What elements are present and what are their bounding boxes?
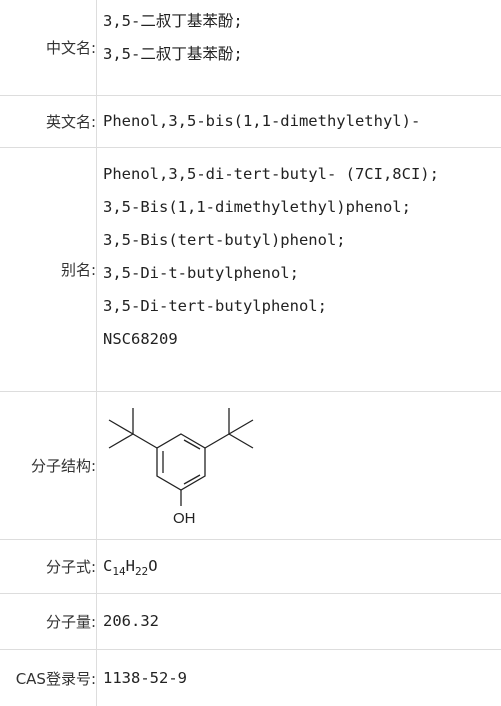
chinese-name-line: 3,5-二叔丁基苯酚; (103, 12, 243, 30)
alias-item: 3,5-Di-t-butylphenol; (103, 264, 299, 282)
formula-element: O (148, 557, 158, 575)
column-divider (96, 148, 97, 391)
formula-label: 分子式: (45, 558, 96, 576)
row-english-name: 英文名: Phenol,3,5-bis(1,1-dimethylethyl)- (0, 96, 501, 148)
aliases-label: 别名: (60, 261, 96, 279)
bond (132, 433, 158, 449)
bond (204, 433, 230, 449)
chinese-name-value: 3,5-二叔丁基苯酚; 3,5-二叔丁基苯酚; (103, 0, 501, 95)
double-bond (183, 439, 201, 450)
weight-value: 206.32 (103, 594, 501, 649)
cas-number: 1138-52-9 (103, 668, 187, 687)
english-name-label: 英文名: (45, 113, 96, 131)
column-divider (96, 392, 97, 539)
row-weight: 分子量: 206.32 (0, 594, 501, 650)
row-aliases: 别名: Phenol,3,5-di-tert-butyl- (7CI,8CI);… (0, 148, 501, 392)
alias-item: Phenol,3,5-di-tert-butyl- (7CI,8CI); (103, 165, 439, 183)
chinese-name-line: 3,5-二叔丁基苯酚; (103, 45, 243, 63)
formula-subscript: 14 (112, 565, 126, 578)
column-divider (96, 540, 97, 593)
english-name-text: Phenol,3,5-bis(1,1-dimethylethyl)- (103, 112, 421, 130)
alias-item: 3,5-Bis(tert-butyl)phenol; (103, 231, 346, 249)
column-divider (96, 0, 97, 95)
column-divider (96, 96, 97, 147)
formula-value: C14H22O (103, 540, 501, 593)
structure-label: 分子结构: (30, 457, 96, 475)
bond (108, 419, 134, 435)
alias-item: 3,5-Di-tert-butylphenol; (103, 297, 327, 315)
double-bond (183, 474, 201, 485)
bond (228, 419, 254, 435)
row-cas: CAS登录号: 1138-52-9 (0, 650, 501, 706)
formula-subscript: 22 (134, 565, 149, 578)
molecular-formula: C14H22O (103, 550, 501, 583)
row-formula: 分子式: C14H22O (0, 540, 501, 594)
english-name-value: Phenol,3,5-bis(1,1-dimethylethyl)- (103, 96, 501, 147)
aliases-value: Phenol,3,5-di-tert-butyl- (7CI,8CI); 3,5… (103, 148, 501, 391)
column-divider (96, 650, 97, 706)
alias-item: 3,5-Bis(1,1-dimethylethyl)phenol; (103, 198, 411, 216)
cas-label: CAS登录号: (15, 669, 96, 688)
chinese-name-label: 中文名: (45, 39, 96, 57)
weight-label: 分子量: (45, 613, 96, 631)
bond (108, 433, 134, 449)
molecule-structure-diagram: OH (108, 408, 254, 527)
row-chinese-name: 中文名: 3,5-二叔丁基苯酚; 3,5-二叔丁基苯酚; (0, 0, 501, 96)
row-structure: 分子结构: OH (0, 392, 501, 540)
bond (228, 433, 254, 449)
oh-label: OH (173, 510, 196, 527)
formula-element: H (125, 557, 135, 575)
alias-item: NSC68209 (103, 330, 178, 348)
cas-value: 1138-52-9 (103, 650, 501, 706)
formula-element: C (103, 557, 113, 575)
molecular-weight: 206.32 (103, 612, 159, 630)
structure-value: OH (103, 392, 501, 539)
column-divider (96, 594, 97, 649)
benzene-ring (156, 433, 206, 491)
